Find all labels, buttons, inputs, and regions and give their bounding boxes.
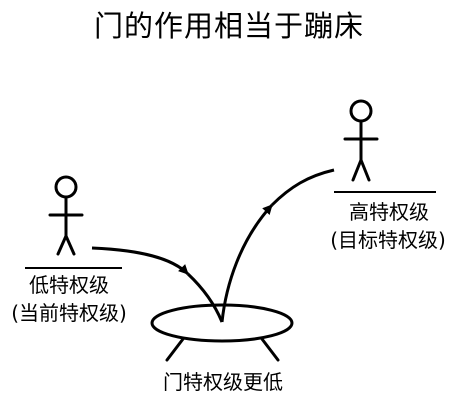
bounce-curve [186,272,224,323]
high-privilege-label: 高特权级 [349,200,429,224]
ascent-arrow-tail [270,168,335,207]
gate-label: 门特权级更低 [163,370,283,394]
low-privilege-sublabel: (当前特权级) [11,301,127,325]
descent-arrow [91,246,190,276]
trampoline-gate [150,303,294,362]
low-privilege-label: 低特权级 [29,273,109,297]
high-privilege-figure [343,99,379,182]
high-privilege-sublabel: (目标特权级) [330,228,446,252]
diagram-title: 门的作用相当于蹦床 [93,9,364,43]
low-privilege-figure [48,175,84,256]
ascent-arrow [220,203,274,323]
